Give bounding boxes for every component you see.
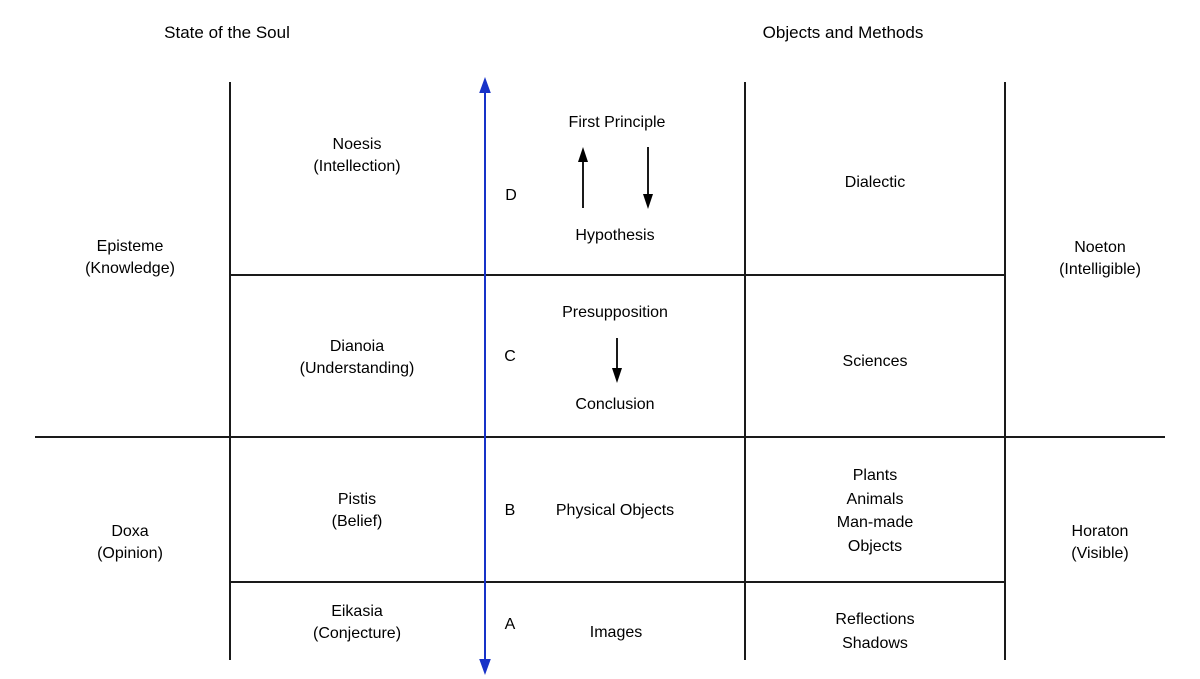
column-header-objects-methods: Objects and Methods <box>762 23 924 42</box>
methods-b-line2: Animals <box>846 490 904 508</box>
hypothesis-label: Hypothesis <box>575 227 655 244</box>
physical-objects-label: Physical Objects <box>555 502 675 519</box>
row-divider-pistis-eikasia <box>230 581 1005 583</box>
pistis-line2: (Belief) <box>331 513 383 530</box>
noeton-line2: (Intelligible) <box>1059 261 1141 278</box>
table-vertical-line-right <box>1004 82 1006 660</box>
doxa-line2: (Opinion) <box>97 545 163 562</box>
soul-label-eikasia: Eikasia (Conjecture) <box>313 601 401 645</box>
eikasia-line2: (Conjecture) <box>312 625 402 642</box>
presupposition-label: Presupposition <box>562 304 668 321</box>
noesis-line1: Noesis <box>332 136 382 153</box>
table-vertical-line-left <box>229 82 231 660</box>
descent-arrow-icon <box>643 147 653 209</box>
images-label: Images <box>589 624 643 641</box>
segment-letter-c: C <box>504 348 516 365</box>
episteme-label: Episteme (Knowledge) <box>85 236 175 280</box>
noesis-line2: (Intellection) <box>313 158 401 175</box>
segment-letter-a: A <box>504 616 516 633</box>
horaton-label: Horaton (Visible) <box>1071 521 1129 565</box>
row-divider-noesis-dianoia <box>230 274 1005 276</box>
methods-label-images: Reflections Shadows <box>835 608 914 656</box>
noeton-label: Noeton (Intelligible) <box>1059 237 1141 281</box>
main-divider-knowledge-opinion <box>35 436 1165 438</box>
methods-b-line3: Man-made <box>836 514 914 531</box>
ascent-arrow-icon <box>578 147 588 208</box>
soul-label-noesis: Noesis (Intellection) <box>313 134 400 178</box>
episteme-line1: Episteme <box>96 238 164 255</box>
soul-label-pistis: Pistis (Belief) <box>332 489 383 533</box>
methods-a-line1: Reflections <box>835 611 915 628</box>
conclusion-label: Conclusion <box>575 396 655 413</box>
segment-letter-d: D <box>505 187 517 204</box>
deduction-arrow-icon <box>612 338 622 383</box>
methods-b-line1: Plants <box>852 467 898 484</box>
eikasia-line1: Eikasia <box>331 603 383 620</box>
first-principle-label: First Principle <box>568 114 666 131</box>
methods-a-line2: Shadows <box>842 635 908 652</box>
soul-label-dianoia: Dianoia (Understanding) <box>300 336 415 380</box>
column-header-state-of-soul: State of the Soul <box>164 23 290 42</box>
horaton-line2: (Visible) <box>1071 545 1129 562</box>
doxa-line1: Doxa <box>111 523 149 540</box>
table-vertical-line-middle <box>744 82 746 660</box>
method-label-dialectic: Dialectic <box>844 174 906 191</box>
pistis-line1: Pistis <box>337 491 377 508</box>
methods-label-physical-world: Plants Animals Man-made Objects <box>837 464 913 558</box>
method-label-sciences: Sciences <box>842 353 908 370</box>
dianoia-line2: (Understanding) <box>299 360 415 377</box>
noeton-line1: Noeton <box>1074 239 1126 256</box>
doxa-label: Doxa (Opinion) <box>97 521 163 565</box>
segment-letter-b: B <box>504 502 516 519</box>
horaton-line1: Horaton <box>1071 523 1129 540</box>
methods-b-line4: Objects <box>847 537 903 555</box>
divided-line-arrow-icon <box>479 77 491 675</box>
dianoia-line1: Dianoia <box>329 338 385 355</box>
episteme-line2: (Knowledge) <box>85 260 175 277</box>
